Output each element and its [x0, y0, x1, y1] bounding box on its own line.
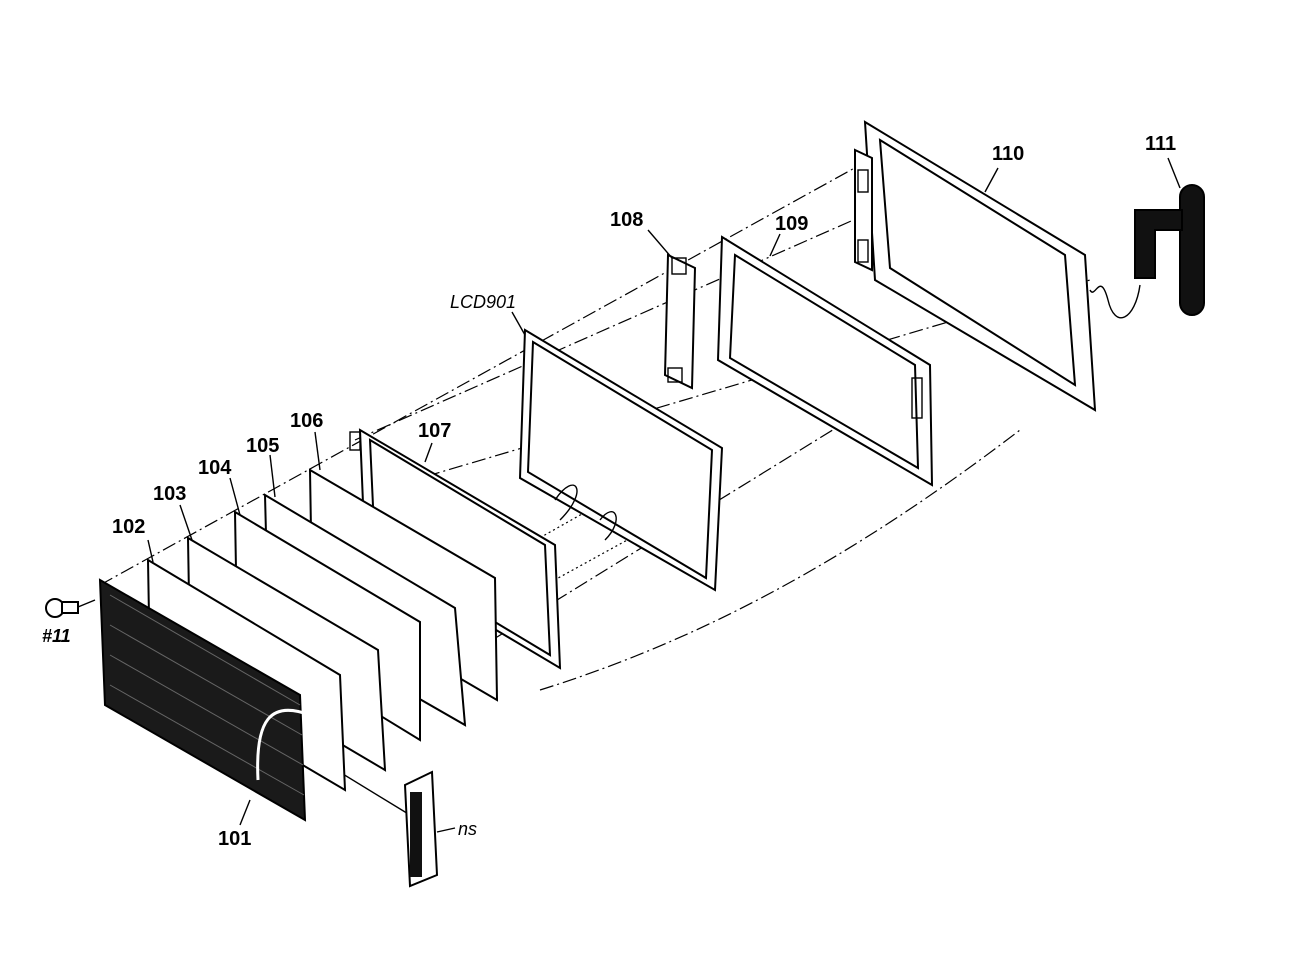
leader-lines [147, 157, 1181, 833]
part-labels: 110 111 109 108 LCD901 107 106 105 104 1… [42, 133, 1176, 850]
part-109-bezel-frame [716, 235, 934, 487]
part-110-rear-frame [854, 120, 1097, 412]
part-ns-connector [403, 770, 439, 888]
label-103: 103 [153, 483, 186, 505]
label-110: 110 [992, 143, 1024, 165]
label-107: 107 [418, 420, 451, 442]
label-104: 104 [198, 457, 232, 479]
part-lcd901-panel [518, 328, 724, 592]
part-111-flex-cable [1089, 184, 1205, 319]
label-106: 106 [290, 410, 323, 432]
label-108: 108 [610, 209, 643, 231]
label-101: 101 [218, 828, 251, 850]
label-109: 109 [775, 213, 808, 235]
part-101-rear-cover [98, 578, 311, 822]
part-108-bracket [663, 253, 697, 390]
label-ns: ns [458, 819, 477, 839]
label-lcd901: LCD901 [450, 292, 516, 312]
part-11-screw [45, 598, 96, 618]
label-105: 105 [246, 435, 279, 457]
label-screw-11: #11 [42, 626, 71, 646]
label-111: 111 [1145, 133, 1176, 155]
label-102: 102 [112, 516, 145, 538]
